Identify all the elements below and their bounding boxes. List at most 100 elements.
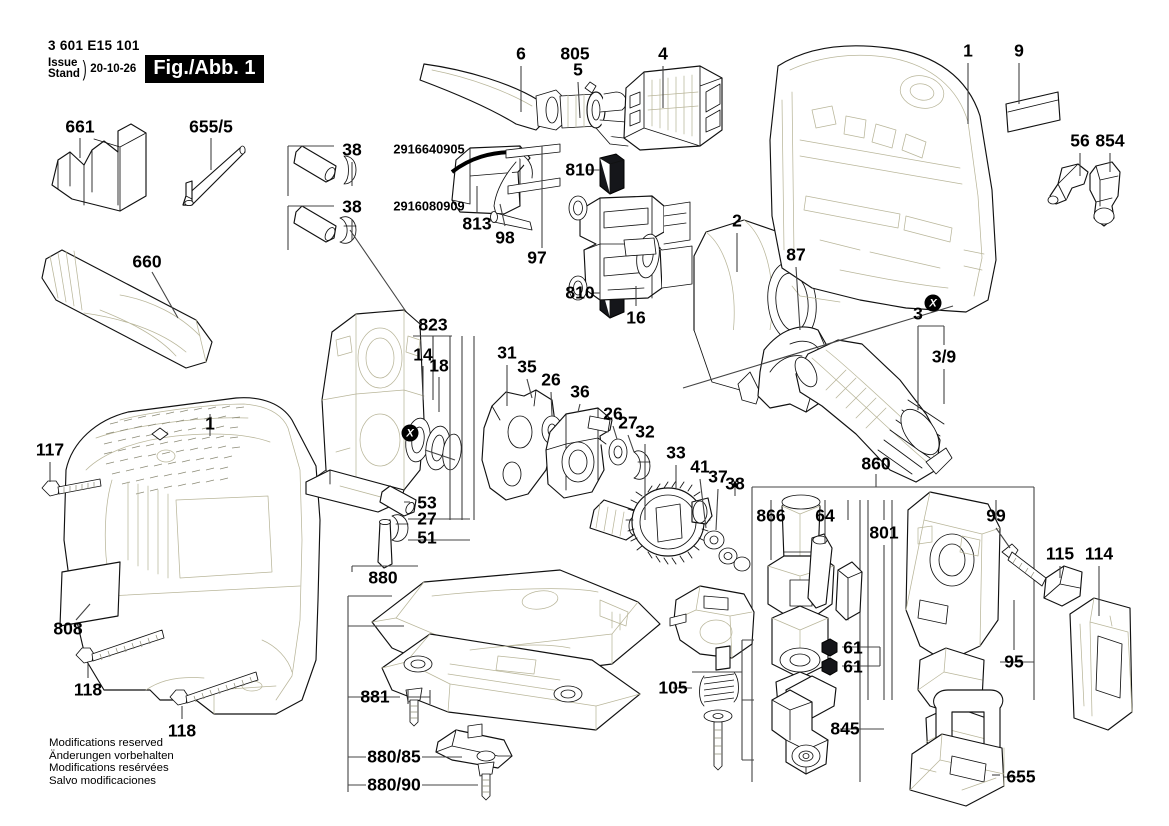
- callout-880-85: 880/85: [367, 746, 421, 767]
- callout-105: 105: [658, 677, 688, 698]
- callout-2916640905: 2916640905: [393, 141, 465, 157]
- part-26-washer-a: [608, 438, 628, 466]
- part-64-rod: [807, 533, 833, 609]
- callout-27: 27: [618, 412, 638, 433]
- callout-9: 9: [1014, 40, 1024, 61]
- figure-badge: Fig./Abb. 1: [145, 55, 264, 83]
- part-41-washer: [703, 530, 725, 550]
- leader-53-27: [404, 501, 470, 541]
- bracket-860: [752, 474, 1034, 488]
- callout-805: 805: [560, 43, 590, 64]
- callout-38: 38: [342, 196, 362, 217]
- callout-98: 98: [495, 227, 515, 248]
- part-118-screw-a: [75, 629, 165, 664]
- part-16-brush-holder: [568, 195, 693, 301]
- notice-es: Salvo modificaciones: [49, 774, 156, 787]
- callout-38: 38: [342, 139, 362, 160]
- part-56-lever: [1047, 163, 1089, 205]
- stand-label: Stand: [48, 68, 80, 80]
- part-37-38-washers: [718, 547, 751, 572]
- leader-x-link: [682, 305, 954, 389]
- callout-18: 18: [429, 355, 449, 376]
- callout-880: 880: [368, 567, 398, 588]
- callout-64: 64: [815, 505, 835, 526]
- material-number: 3 601 E15 101: [48, 38, 140, 53]
- callout-655: 655: [1006, 766, 1036, 787]
- callout-37: 37: [708, 466, 728, 487]
- part-854-lever: [1089, 161, 1121, 227]
- callout-881: 881: [360, 686, 390, 707]
- part-880-85-foot: [435, 723, 513, 769]
- part-36-block: [545, 407, 613, 499]
- part-4-switch: [623, 65, 723, 151]
- part-6-cord: [419, 63, 606, 131]
- part-661-guard: [51, 123, 147, 212]
- callout-27: 27: [417, 508, 437, 529]
- callout-53: 53: [417, 492, 437, 513]
- leader-lines: [49, 63, 1111, 778]
- callout-2: 2: [732, 210, 742, 231]
- part-9-plate: [1005, 91, 1061, 133]
- callout-810: 810: [565, 282, 595, 303]
- callout-5: 5: [573, 59, 583, 80]
- callout-854: 854: [1095, 130, 1125, 151]
- modifications-notice: Modifications reserved Änderungen vorbeh…: [49, 737, 174, 787]
- callout-114: 114: [1084, 543, 1114, 564]
- part-61-nuts: [821, 638, 838, 676]
- issue-date: 20-10-26: [90, 63, 137, 75]
- x-marker-housing: X: [924, 294, 942, 312]
- issue-label: Issue: [48, 56, 78, 69]
- callout-6: 6: [516, 43, 526, 64]
- part-31-plate: [481, 389, 557, 501]
- callout-801: 801: [869, 522, 899, 543]
- callout-117: 117: [35, 439, 65, 460]
- callout-860: 860: [861, 453, 891, 474]
- callout-2916080909: 2916080909: [393, 198, 465, 214]
- part-118-screw-b: [169, 671, 259, 706]
- callout-38: 38: [725, 473, 745, 494]
- callout-808: 808: [53, 618, 83, 639]
- callout-26: 26: [603, 403, 623, 424]
- part-114-cover: [1069, 597, 1133, 731]
- callout-810: 810: [565, 159, 595, 180]
- part-880-90-screw: [477, 761, 495, 801]
- part-51-pin: [377, 518, 393, 569]
- part-845-roller-guide: [771, 675, 837, 775]
- callout-35: 35: [517, 356, 537, 377]
- part-33-gear: [625, 480, 713, 565]
- part-3-armature: [794, 339, 953, 483]
- part-115-insert: [1043, 565, 1083, 607]
- bracket-105: [692, 639, 754, 761]
- leader-x-gearbox: [424, 449, 456, 461]
- callout-845: 845: [830, 718, 860, 739]
- part-1-housing-right: [769, 45, 997, 313]
- part-99-screw: [1001, 543, 1047, 587]
- part-801-plate: [835, 561, 863, 621]
- part-660-nozzle: [41, 249, 213, 369]
- callout-95: 95: [1004, 651, 1024, 672]
- callout-813: 813: [462, 213, 492, 234]
- callout-87: 87: [786, 244, 806, 265]
- part-1-housing-left: [63, 397, 321, 715]
- callout-61: 61: [843, 656, 863, 677]
- x-marker-gearbox: X: [401, 424, 419, 442]
- callout-51: 51: [417, 527, 437, 548]
- callout-14: 14: [413, 344, 433, 365]
- part-53-pin: [379, 485, 417, 517]
- callout-97: 97: [527, 247, 547, 268]
- part-655-5-allen-key: [182, 145, 246, 207]
- part-655-shoe: [909, 733, 1005, 807]
- callout-99: 99: [986, 505, 1006, 526]
- callout-880-90: 880/90: [367, 774, 421, 795]
- callout-823: 823: [418, 314, 448, 335]
- callout-26: 26: [541, 369, 561, 390]
- callout-32: 32: [635, 421, 655, 442]
- callout-16: 16: [626, 307, 646, 328]
- part-823-gearbox-housing: [305, 309, 462, 513]
- callout-118: 118: [167, 720, 197, 741]
- callout-41: 41: [690, 456, 710, 477]
- part-880-base-plate: [371, 569, 661, 731]
- part-117-screw: [41, 478, 102, 497]
- part-808-nameplate: [59, 561, 121, 627]
